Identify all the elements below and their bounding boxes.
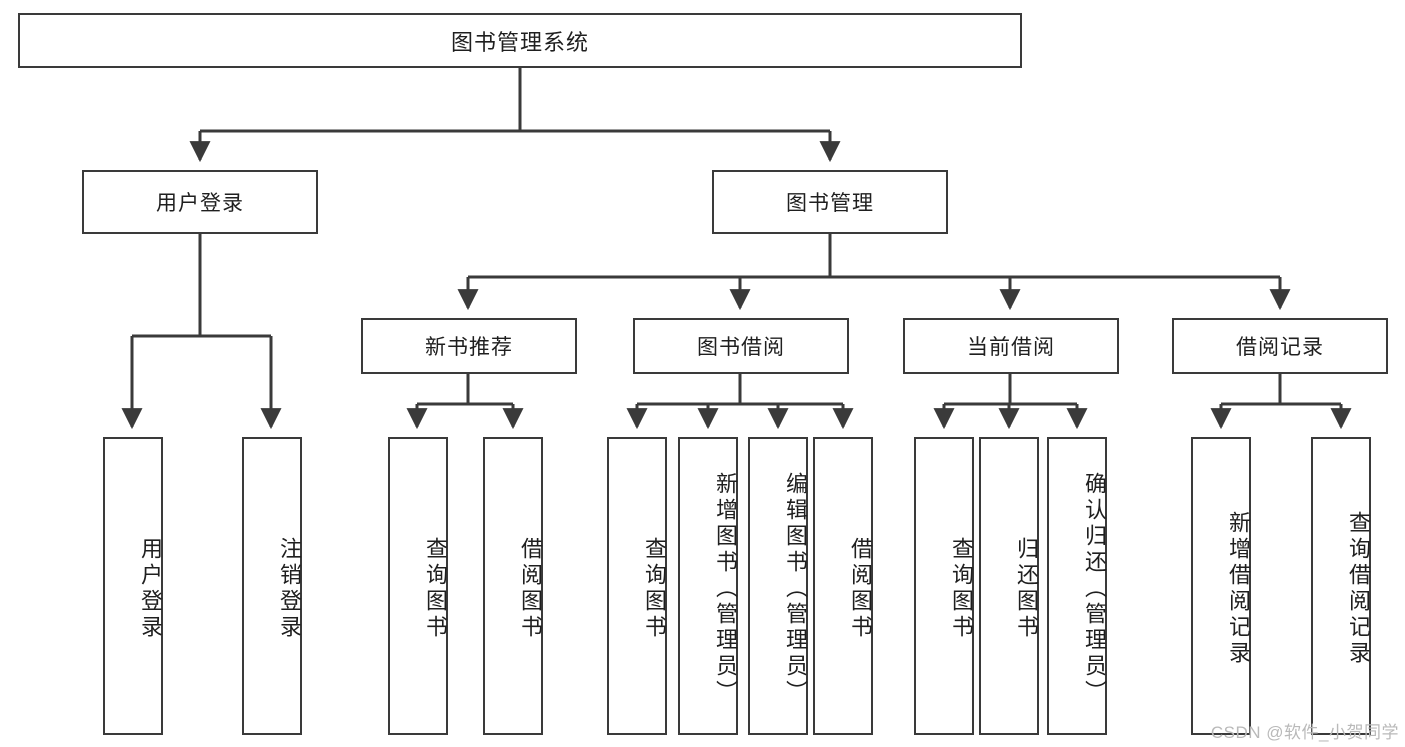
node-user-login[interactable]: 用户登录 <box>82 170 318 234</box>
leaf-label: 新增借阅记录 <box>1226 511 1251 667</box>
leaf-label: 编辑图书（管理员） <box>783 472 808 706</box>
leaf-confirm-return-admin[interactable]: 确认归还（管理员） <box>1047 437 1107 735</box>
node-current-borrow[interactable]: 当前借阅 <box>903 318 1119 374</box>
leaf-label: 查询图书 <box>423 537 448 641</box>
node-book-borrow[interactable]: 图书借阅 <box>633 318 849 374</box>
leaf-label: 归还图书 <box>1014 537 1039 641</box>
leaf-edit-book-admin[interactable]: 编辑图书（管理员） <box>748 437 808 735</box>
leaf-query-book-borrow[interactable]: 查询图书 <box>607 437 667 735</box>
leaf-label: 借阅图书 <box>518 537 543 641</box>
leaf-label: 查询借阅记录 <box>1346 511 1371 667</box>
leaf-query-borrow-record[interactable]: 查询借阅记录 <box>1311 437 1371 735</box>
leaf-label: 新增图书（管理员） <box>713 472 738 706</box>
leaf-label: 确认归还（管理员） <box>1082 472 1107 706</box>
leaf-label: 查询图书 <box>642 537 667 641</box>
leaf-label: 用户登录 <box>138 537 163 641</box>
node-new-book-recommend[interactable]: 新书推荐 <box>361 318 577 374</box>
leaf-logout[interactable]: 注销登录 <box>242 437 302 735</box>
leaf-label: 查询图书 <box>949 537 974 641</box>
node-root-system[interactable]: 图书管理系统 <box>18 13 1022 68</box>
leaf-borrow-book[interactable]: 借阅图书 <box>813 437 873 735</box>
node-book-management[interactable]: 图书管理 <box>712 170 948 234</box>
leaf-query-book-current[interactable]: 查询图书 <box>914 437 974 735</box>
leaf-user-login[interactable]: 用户登录 <box>103 437 163 735</box>
leaf-borrow-book-recommend[interactable]: 借阅图书 <box>483 437 543 735</box>
leaf-label: 注销登录 <box>277 537 302 641</box>
leaf-add-book-admin[interactable]: 新增图书（管理员） <box>678 437 738 735</box>
leaf-query-book-recommend[interactable]: 查询图书 <box>388 437 448 735</box>
leaf-label: 借阅图书 <box>848 537 873 641</box>
node-borrow-record[interactable]: 借阅记录 <box>1172 318 1388 374</box>
leaf-add-borrow-record[interactable]: 新增借阅记录 <box>1191 437 1251 735</box>
leaf-return-book[interactable]: 归还图书 <box>979 437 1039 735</box>
